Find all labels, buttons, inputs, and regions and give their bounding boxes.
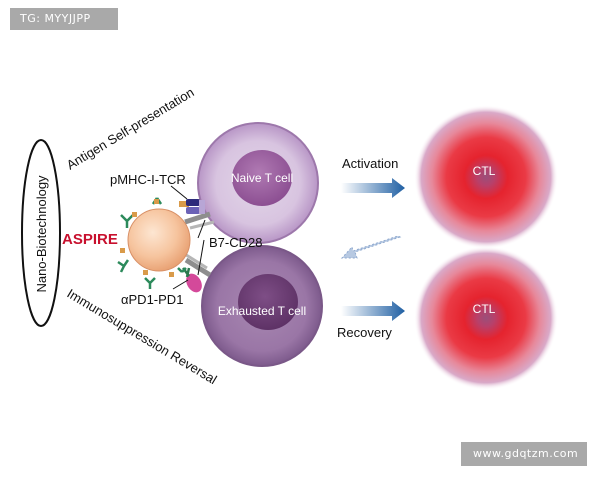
exhausted-t-cell-label: Exhausted T cell: [218, 304, 306, 318]
aspire-nanoparticle: ASPIRE: [62, 197, 191, 289]
antigen-dots: [120, 199, 174, 277]
pmhc-tcr-complex: [179, 199, 205, 214]
naive-t-cell-label: Naive T cell: [231, 171, 293, 185]
leader-lines: [170, 185, 206, 290]
exhausted-t-cell: Exhausted T cell: [201, 245, 323, 367]
recovery-label: Recovery: [337, 325, 392, 340]
ctl-cell-bottom: CTL: [414, 246, 558, 390]
recovery-arrow: Recovery: [337, 301, 405, 340]
ctl-cell-top: CTL: [414, 105, 558, 249]
ctl-label-bottom: CTL: [473, 302, 496, 316]
pmhc-tcr-label: pMHC-I-TCR: [110, 172, 186, 187]
side-label: Nano-Biotechnology: [34, 175, 49, 293]
aspire-label: ASPIRE: [62, 231, 118, 248]
activation-label: Activation: [342, 156, 398, 171]
b7-cd28-label: B7-CD28: [209, 235, 262, 250]
antigen-self-presentation-label: Antigen Self-presentation: [64, 85, 197, 173]
feedback-arrow: [340, 235, 402, 259]
activation-arrow: Activation: [341, 156, 405, 198]
watermark-top: TG: MYYJJPP: [10, 8, 118, 30]
apd1-pd1-label: αPD1-PD1: [121, 292, 183, 307]
naive-t-cell: Naive T cell: [197, 122, 319, 244]
ctl-label-top: CTL: [473, 164, 496, 178]
receptor-stalks: [182, 211, 215, 278]
nano-biotechnology-ellipse: Nano-Biotechnology: [21, 139, 61, 327]
watermark-bottom: www.gdqtzm.com: [461, 442, 587, 466]
